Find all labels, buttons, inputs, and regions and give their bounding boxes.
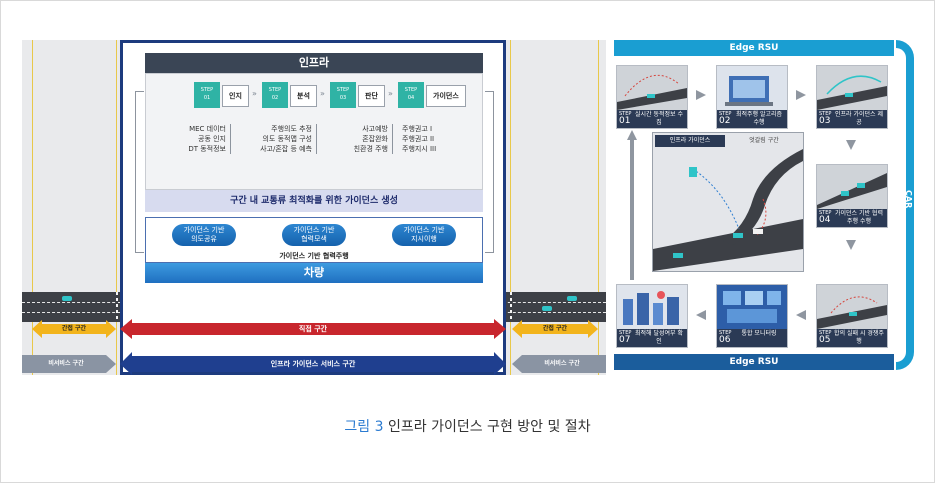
tab-weaving-section: 엇갈림 구간: [727, 135, 801, 147]
non-service-right-label: 비서비스 구간: [544, 360, 580, 367]
step-text: 최적해 달성여부 확인: [635, 330, 683, 345]
guidance-scene-panel: 인프라 가이던스 엇갈림 구간: [652, 132, 804, 272]
arrow-right-icon: [796, 90, 806, 100]
arrow-down-icon: [846, 140, 856, 150]
indirect-interval-right-label: 간접 구간: [542, 325, 568, 332]
step-card-5: STEP 05 합의 실패 시 경쟁주행: [816, 284, 888, 348]
chevron-right-icon: »: [252, 89, 257, 98]
cooperative-driving-label: 가이던스 기반 협력주행: [279, 252, 349, 260]
step-text: 가이던스 기반 협력주행 수행: [835, 210, 883, 225]
car-label: CAR: [904, 190, 913, 209]
service-interval-arrow: [120, 352, 506, 375]
edge-rsu-bottom: Edge RSU: [614, 354, 894, 370]
step-name: 가이던스: [426, 85, 466, 107]
vehicle-title: 차량: [145, 263, 483, 283]
step-name: 분석: [290, 85, 317, 107]
step-card-1: STEP 01 실시간 동적정보 수집: [616, 65, 688, 129]
arrow-right-icon: [696, 90, 706, 100]
road-scene-image: [817, 285, 887, 329]
step-text: 실시간 동적정보 수집: [635, 111, 683, 126]
guidance-generation-banner: 구간 내 교통류 최적화를 위한 가이던스 생성: [145, 190, 483, 212]
step-text: 합의 실패 시 경쟁주행: [834, 330, 884, 345]
non-service-left-label: 비서비스 구간: [48, 360, 84, 367]
arrow-left-icon: [796, 310, 806, 320]
indirect-interval-left-label: 간접 구간: [61, 325, 87, 332]
figure-caption: 그림 3 인프라 가이던스 구현 방안 및 절차: [0, 416, 935, 436]
step-card-3: STEP 03 인프라 가이던스 제공: [816, 65, 888, 129]
chevron-right-icon: »: [388, 89, 393, 98]
vehicle: [542, 306, 552, 311]
guidance-procedure-diagram: CAR Edge RSU Edge RSU STEP 01 실시간 동적정보 수…: [612, 40, 916, 375]
step-text: 최적주행 알고리즘 수행: [735, 111, 783, 126]
guide-line: [116, 40, 117, 375]
step-text: 인프라 가이던스 제공: [835, 111, 883, 126]
step-card-4: STEP 04 가이던스 기반 협력주행 수행: [816, 164, 888, 228]
direct-interval-label: 직접 구간: [298, 325, 328, 333]
monitoring-image: [717, 285, 787, 329]
guide-line: [510, 40, 511, 375]
tab-infra-guidance: 인프라 가이던스: [655, 135, 725, 147]
step-text: 통합 모니터링: [741, 330, 777, 337]
step-name: 인지: [222, 85, 249, 107]
weaving-road-scene: [653, 149, 803, 271]
road-scene-image: [617, 66, 687, 110]
non-service-left-arrow: [22, 355, 116, 373]
road-scene-image: [817, 66, 887, 110]
step-name: 판단: [358, 85, 385, 107]
guide-line: [32, 40, 33, 375]
arrow-left-icon: [696, 310, 706, 320]
guide-line: [598, 40, 599, 375]
step-card-6: STEP 06 통합 모니터링: [716, 284, 788, 348]
chevron-right-icon: »: [320, 89, 325, 98]
arrow-up-icon: [627, 130, 637, 140]
vehicle: [567, 296, 577, 301]
interval-bands: [22, 319, 606, 375]
step-card-7: STEP 07 최적해 달성여부 확인: [616, 284, 688, 348]
return-arrow-stem: [630, 140, 634, 280]
road-scene-image: [817, 165, 887, 209]
server-algorithm-image: [717, 66, 787, 110]
vehicle: [62, 296, 72, 301]
indirect-interval-right-arrow: [512, 320, 598, 338]
city-check-image: [617, 285, 687, 329]
edge-rsu-top: Edge RSU: [614, 40, 894, 56]
infra-title: 인프라: [145, 53, 483, 73]
indirect-interval-left-arrow: [32, 320, 116, 338]
non-service-right-arrow: [512, 355, 606, 373]
car-loop: [896, 40, 914, 370]
direct-interval-arrow: [120, 319, 506, 339]
step-card-2: STEP 02 최적주행 알고리즘 수행: [716, 65, 788, 129]
feedback-loop-right: [485, 91, 494, 253]
feedback-loop-left: [135, 91, 144, 253]
figure-number: 그림 3: [344, 419, 384, 435]
figure-title: 인프라 가이던스 구현 방안 및 절차: [388, 419, 591, 435]
service-interval-label: 인프라 가이던스 서비스 구간: [270, 360, 356, 368]
arrow-down-icon: [846, 240, 856, 250]
